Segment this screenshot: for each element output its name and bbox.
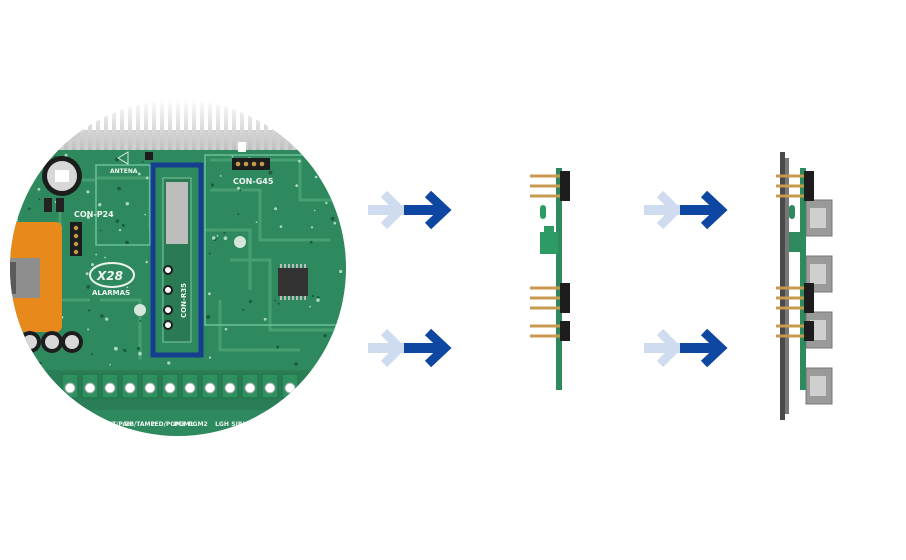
brand-name: X28 <box>96 269 123 283</box>
voltage-regulator <box>10 222 62 332</box>
chassis-panel <box>780 152 785 420</box>
con-r35-label: CON-R35 <box>180 283 188 318</box>
module-side-view <box>530 168 570 390</box>
terminal-label: ZB/TAMP <box>125 421 155 428</box>
antenna-connector: ANTENA <box>110 151 153 175</box>
terminal-label: PGM1 <box>174 421 193 428</box>
con-g45-header: CON-G45 <box>232 142 274 186</box>
antenna-label: ANTENA <box>110 168 138 175</box>
brand-logo: X28 ALARMAS <box>89 262 135 297</box>
terminal-label: LGH <box>215 421 229 428</box>
mounting-hole <box>134 304 146 316</box>
arrow-right-icon <box>368 190 452 230</box>
electrolytic-capacitor <box>42 156 82 196</box>
arrow-right-icon <box>644 190 728 230</box>
ic-chip <box>278 264 308 300</box>
arrow-group <box>368 190 728 368</box>
board-closeup: CON-P24 ANTENA CON-G45 X28 ALARMAS <box>10 100 346 436</box>
mounting-hole <box>234 236 246 248</box>
arrow-right-icon <box>368 328 452 368</box>
brand-subtitle: ALARMAS <box>92 289 130 297</box>
module-installed-view <box>776 152 833 420</box>
con-p24-label: CON-P24 <box>74 210 114 219</box>
con-r35-slot: CON-R35 <box>150 162 204 358</box>
con-g45-label: CON-G45 <box>233 177 274 186</box>
terminal-label: PGM2 <box>188 421 207 428</box>
terminal-label: SIRI <box>231 421 244 428</box>
terminal-label: ST/PAN <box>108 421 132 428</box>
con-p24-header: CON-P24 <box>70 210 114 256</box>
capacitor-row <box>19 331 83 353</box>
arrow-right-icon <box>644 328 728 368</box>
terminal-label: LED/PGM3 <box>151 421 186 428</box>
